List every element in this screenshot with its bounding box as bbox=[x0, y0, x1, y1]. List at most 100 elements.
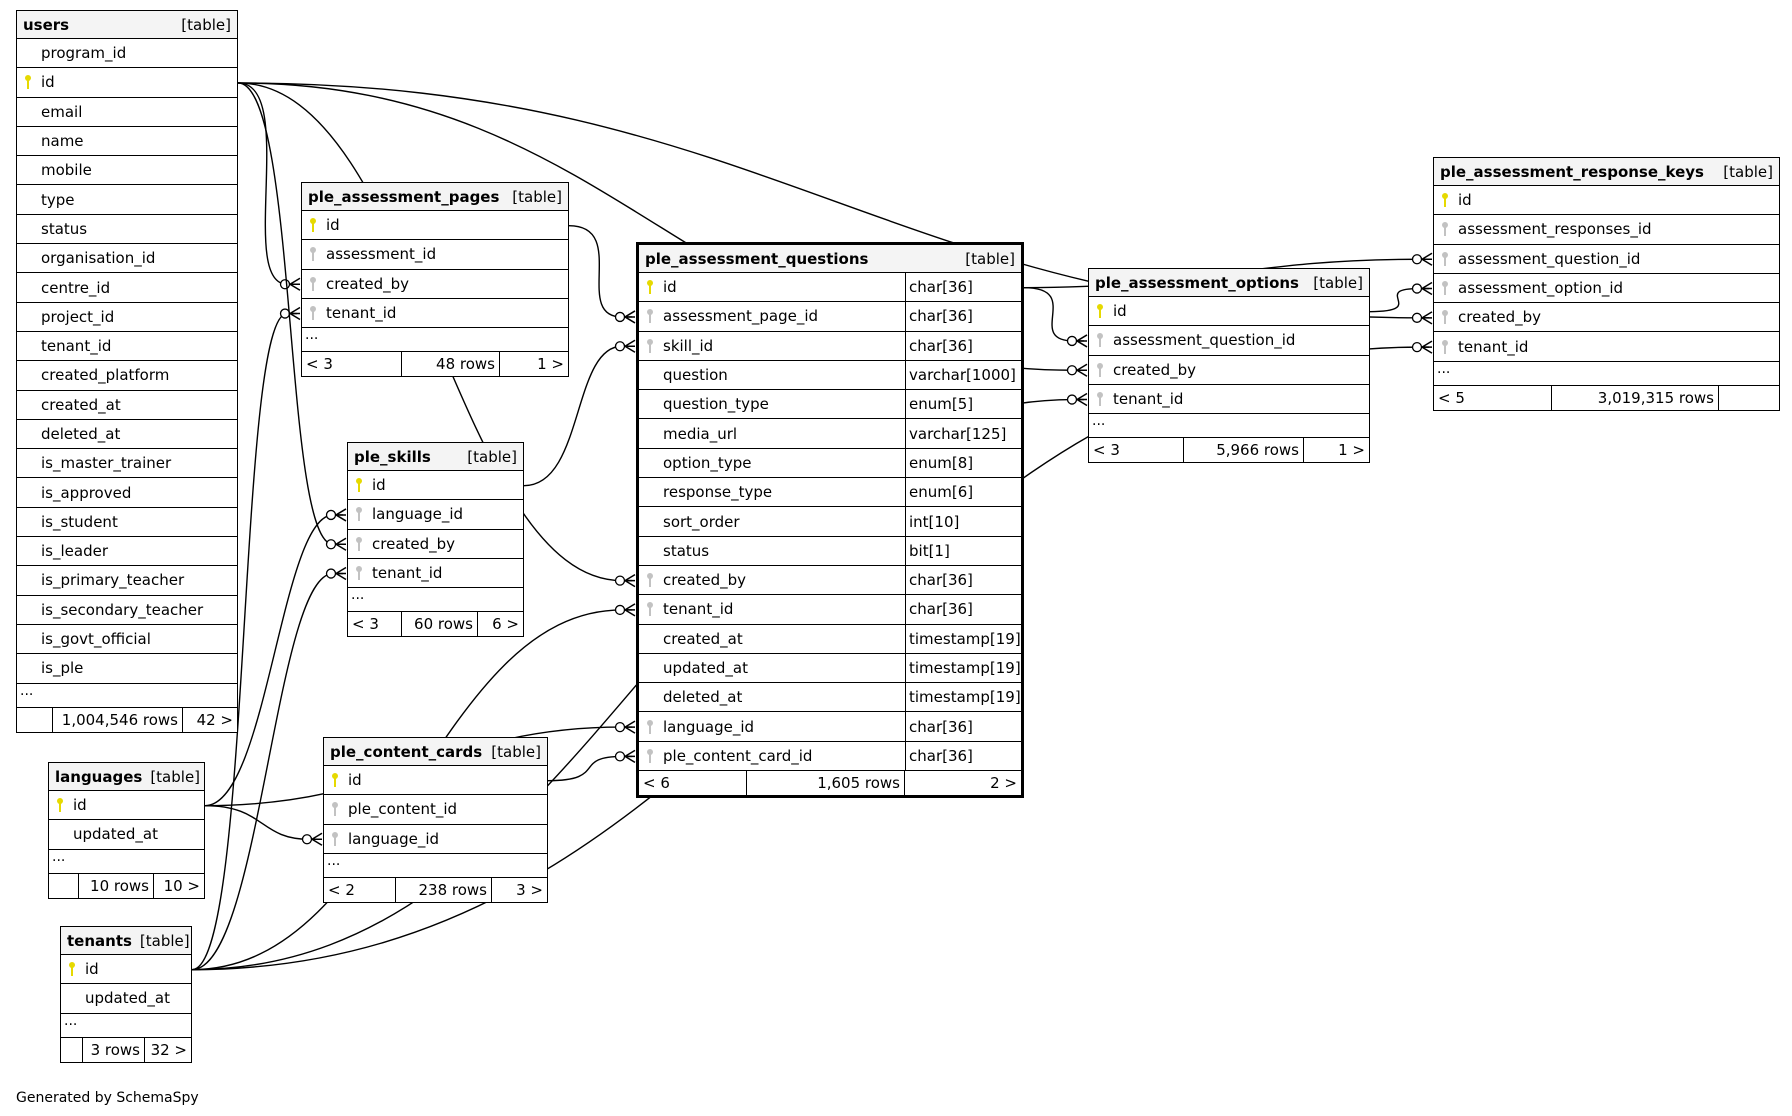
table-header[interactable]: ple_assessment_questions[table] bbox=[639, 245, 1021, 273]
column-row[interactable]: project_id bbox=[17, 303, 237, 332]
column-row[interactable]: id bbox=[49, 791, 204, 821]
parents-count-link[interactable] bbox=[17, 707, 53, 732]
more-columns-ellipsis[interactable]: ... bbox=[17, 684, 237, 708]
parents-count-link[interactable]: < 6 bbox=[639, 771, 747, 796]
column-row[interactable]: assessment_question_id bbox=[1089, 326, 1369, 356]
column-row[interactable]: assessment_responses_id bbox=[1434, 215, 1779, 245]
column-row[interactable]: assessment_id bbox=[302, 240, 568, 270]
column-row[interactable]: is_master_trainer bbox=[17, 449, 237, 479]
column-row[interactable]: created_by bbox=[348, 530, 523, 559]
column-row[interactable]: id bbox=[1089, 297, 1369, 327]
column-row[interactable]: tenant_id bbox=[348, 559, 523, 589]
column-row[interactable]: organisation_id bbox=[17, 244, 237, 274]
column-row[interactable]: ple_content_id bbox=[324, 795, 547, 825]
column-row[interactable]: updated_at bbox=[49, 820, 204, 850]
column-row[interactable]: id bbox=[302, 211, 568, 241]
table-name[interactable]: ple_assessment_options bbox=[1095, 273, 1299, 292]
column-row[interactable]: id bbox=[61, 955, 191, 985]
column-row[interactable]: language_id bbox=[324, 825, 547, 854]
children-count-link[interactable]: 32 > bbox=[150, 1040, 187, 1059]
table-name[interactable]: ple_content_cards bbox=[330, 742, 483, 761]
children-count-link[interactable]: 10 > bbox=[163, 876, 200, 895]
parents-count-link[interactable] bbox=[49, 873, 79, 898]
table-name[interactable]: tenants bbox=[67, 931, 132, 950]
column-row[interactable]: created_by bbox=[1434, 303, 1779, 333]
table-header[interactable]: ple_content_cards[table] bbox=[324, 738, 547, 766]
column-row[interactable]: updated_at bbox=[61, 984, 191, 1014]
column-row[interactable]: id bbox=[17, 68, 237, 98]
table-header[interactable]: languages[table] bbox=[49, 763, 204, 791]
table-header[interactable]: ple_assessment_pages[table] bbox=[302, 183, 568, 211]
table-name[interactable]: users bbox=[23, 15, 70, 34]
column-row[interactable]: is_secondary_teacher bbox=[17, 596, 237, 625]
parents-count-link[interactable]: < 2 bbox=[324, 877, 396, 902]
column-row[interactable]: created_by bbox=[302, 270, 568, 299]
more-columns-ellipsis[interactable]: ... bbox=[49, 850, 204, 874]
column-row[interactable]: is_ple bbox=[17, 654, 237, 684]
table-name[interactable]: ple_skills bbox=[354, 447, 431, 466]
table-header[interactable]: ple_skills[table] bbox=[348, 443, 523, 471]
parents-count-link[interactable]: < 3 bbox=[302, 352, 402, 377]
column-row[interactable]: type bbox=[17, 185, 237, 215]
column-row[interactable]: email bbox=[17, 98, 237, 127]
column-row[interactable]: tenant_id bbox=[1434, 332, 1779, 362]
column-row[interactable]: mobile bbox=[17, 156, 237, 186]
more-columns-ellipsis[interactable]: ... bbox=[1089, 414, 1369, 439]
table-name[interactable]: ple_assessment_pages bbox=[308, 187, 500, 206]
more-columns-ellipsis[interactable]: ... bbox=[324, 854, 547, 878]
column-row[interactable]: name bbox=[17, 127, 237, 157]
column-row[interactable]: id bbox=[1434, 186, 1779, 216]
column-row[interactable]: is_leader bbox=[17, 537, 237, 567]
column-row[interactable]: assessment_option_id bbox=[1434, 274, 1779, 304]
table-header[interactable]: tenants[table] bbox=[61, 927, 191, 955]
column-row[interactable]: tenant_id bbox=[1089, 385, 1369, 415]
column-row[interactable]: status bbox=[17, 215, 237, 245]
more-columns-ellipsis[interactable]: ... bbox=[1434, 362, 1779, 386]
table-name[interactable]: languages bbox=[55, 767, 143, 786]
column-row[interactable]: is_approved bbox=[17, 478, 237, 508]
children-count-link[interactable]: 3 > bbox=[516, 880, 543, 899]
column-row[interactable]: is_primary_teacher bbox=[17, 566, 237, 596]
parents-count-link[interactable] bbox=[61, 1037, 83, 1062]
children-count-link[interactable]: 2 > bbox=[990, 774, 1017, 793]
more-columns-ellipsis[interactable]: ... bbox=[61, 1014, 191, 1038]
column-row[interactable]: is_student bbox=[17, 508, 237, 538]
column-row[interactable]: deleted_at bbox=[17, 420, 237, 450]
column-row[interactable]: created_platform bbox=[17, 361, 237, 391]
column-row[interactable]: centre_id bbox=[17, 273, 237, 303]
more-columns-ellipsis[interactable]: ... bbox=[302, 328, 568, 353]
column-row[interactable]: id bbox=[348, 471, 523, 501]
parents-count-link[interactable]: < 3 bbox=[348, 612, 402, 637]
column-row[interactable]: is_govt_official bbox=[17, 625, 237, 655]
table-header[interactable]: ple_assessment_response_keys[table] bbox=[1434, 158, 1779, 186]
column-row[interactable]: created_at bbox=[17, 391, 237, 420]
column-row[interactable]: tenant_id bbox=[302, 299, 568, 329]
children-count-link[interactable] bbox=[1719, 386, 1779, 410]
children-count-link[interactable]: 1 > bbox=[537, 355, 564, 374]
table-name[interactable]: ple_assessment_questions bbox=[645, 249, 869, 268]
children-count-link[interactable]: 6 > bbox=[492, 615, 519, 634]
